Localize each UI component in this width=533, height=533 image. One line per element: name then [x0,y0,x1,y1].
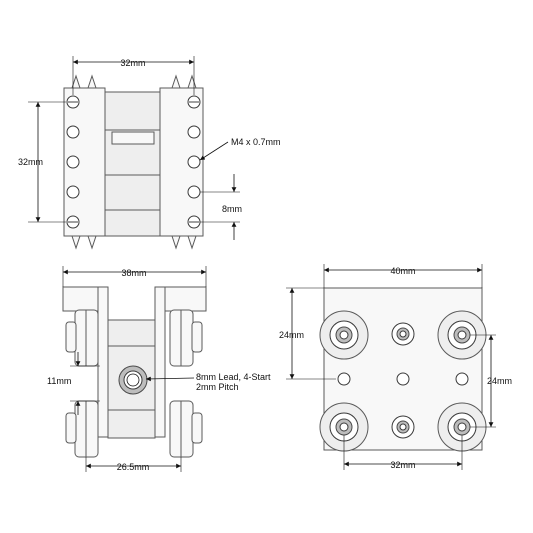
screw-heads-right [187,95,201,229]
left-upper-wheel [65,309,99,367]
left-bracket [63,74,106,250]
mount-hole-left [337,372,351,386]
spacing-label: 8mm [222,204,242,214]
thread-label: M4 x 0.7mm [231,137,281,147]
plate-bottom-label: 32mm [390,460,415,470]
lead-label-line1: 8mm Lead, 4-Start [196,372,271,382]
screw-heads-left [66,95,80,229]
front-view: 38mm 11mm 26.5mm 8mm Lead, 4-Start 2mm P… [47,266,271,472]
wheel-top-right [437,310,487,360]
wheel-bottom-right [437,402,487,452]
left-flange [62,286,104,312]
lead-screw-nut [118,365,148,395]
right-upper-wheel [169,309,203,367]
plate-width-label: 40mm [390,266,415,276]
lead-label-line2: 2mm Pitch [196,382,239,392]
right-lower-wheel [169,400,203,458]
top-view: 32mm 32mm M4 x 0.7mm 8mm [18,56,281,250]
center-screw-bottom [391,415,415,439]
left-lower-wheel [65,400,99,458]
plate-view: 40mm 24mm 24mm 32mm [279,264,512,470]
center-body [104,91,161,237]
mount-hole-center [396,372,410,386]
front-width-label: 38mm [121,268,146,278]
top-height-label: 32mm [18,157,43,167]
offset-label: 11mm [47,376,71,386]
right-flange [162,286,207,312]
center-screw-top [391,322,415,346]
top-width-label: 32mm [120,58,145,68]
plate-left-label: 24mm [279,330,304,340]
plate-right-label: 24mm [487,376,512,386]
mount-hole-right [455,372,469,386]
wheel-top-left [319,310,369,360]
front-bottom-label: 26.5mm [117,462,150,472]
